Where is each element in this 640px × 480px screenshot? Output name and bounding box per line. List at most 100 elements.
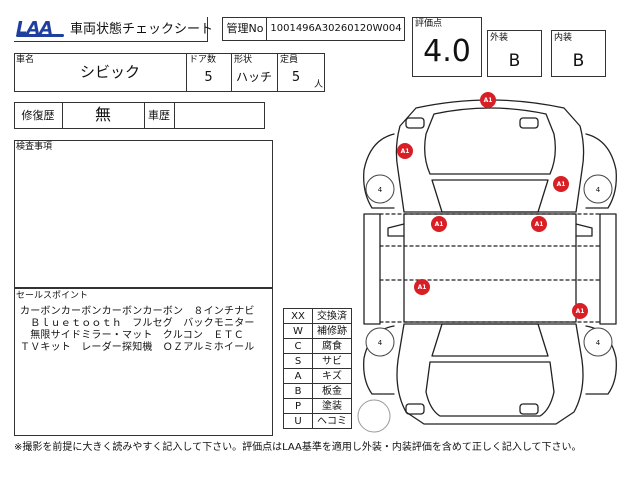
damage-code: A1 xyxy=(435,221,444,228)
kanri-box xyxy=(222,17,405,41)
front-arch-right xyxy=(585,133,617,209)
sales-point-line: Ｂｌｕｅｔｏｏｔｈ フルセグ バックモニター xyxy=(20,318,255,329)
damage-marker xyxy=(531,216,547,232)
tire-circle xyxy=(583,327,613,357)
logo-text: LAA xyxy=(16,18,53,39)
name-value: シビック xyxy=(79,63,140,81)
interior-box xyxy=(551,30,606,77)
kanri-value: 1001496A30260120W004 xyxy=(270,23,402,34)
taillight-left xyxy=(405,403,425,415)
legend-code: XX xyxy=(283,308,313,324)
hood-panel xyxy=(424,107,556,175)
legend-name: ヘコミ xyxy=(312,413,352,429)
exterior-box xyxy=(487,30,542,77)
mirror-right xyxy=(575,223,593,237)
vehicle-div-3 xyxy=(277,53,278,92)
inspection-box xyxy=(14,140,273,288)
windshield xyxy=(431,179,549,213)
title-underline xyxy=(14,41,208,42)
roof-outline xyxy=(403,213,577,323)
footer-note: ※撮影を前提に大きく読みやすく記入して下さい。評価点はLAA基準を適用し外装・内… xyxy=(14,442,582,453)
tire-circle xyxy=(365,327,395,357)
tire-circle xyxy=(583,174,613,204)
shape-value: ハッチ xyxy=(235,70,272,84)
sales-point-line: カーボンカーボンカーボンカーボン ８インチナビ xyxy=(20,306,255,317)
repair-value: 無 xyxy=(94,105,111,124)
legend-name: 補修跡 xyxy=(312,323,352,339)
score-value: 4.0 xyxy=(423,34,471,69)
history-div-2 xyxy=(144,102,145,129)
legend-name: 交換済 xyxy=(312,308,352,324)
history-box xyxy=(14,102,265,129)
legend-code: W xyxy=(283,323,313,339)
legend-code: B xyxy=(283,383,313,399)
damage-code: A1 xyxy=(576,308,585,315)
rear-window xyxy=(431,323,549,357)
legend-name: 塗装 xyxy=(312,398,352,414)
laa-logo: LAA xyxy=(16,19,68,39)
inspection-label: 検査事項 xyxy=(16,142,53,152)
legend-code: U xyxy=(283,413,313,429)
tire-indicators: 4 4 4 4 xyxy=(365,174,613,357)
headlight-left xyxy=(405,117,425,129)
damage-markers: A1 A1 A1 A1 A1 A1 A1 xyxy=(397,92,588,319)
tire-value: 4 xyxy=(378,339,383,347)
legend-code: A xyxy=(283,368,313,384)
spare-tire-circle xyxy=(357,399,391,433)
damage-code: A1 xyxy=(535,221,544,228)
vehicle-history-label: 車歴 xyxy=(148,109,170,122)
legend-name: サビ xyxy=(312,353,352,369)
sales-point-line: ＴＶキット レーダー探知機 ＯＺアルミホイール xyxy=(20,342,255,353)
history-div-3 xyxy=(174,102,175,129)
sales-points-label: セールスポイント xyxy=(16,291,89,301)
exterior-label: 外装 xyxy=(490,33,509,43)
sales-point-line: 無限サイドミラー・マット クルコン ＥＴＣ xyxy=(20,330,244,341)
legend-name: 板金 xyxy=(312,383,352,399)
damage-code: A1 xyxy=(557,181,566,188)
repair-label: 修復歴 xyxy=(21,109,55,122)
damage-marker xyxy=(414,279,430,295)
damage-marker xyxy=(431,216,447,232)
capacity-value: 5 xyxy=(291,70,301,85)
legend-code: P xyxy=(283,398,313,414)
damage-code: A1 xyxy=(484,97,493,104)
tire-value: 4 xyxy=(596,186,601,194)
damage-marker xyxy=(572,303,588,319)
damage-marker xyxy=(553,176,569,192)
mirror-left xyxy=(387,223,405,237)
shape-label: 形状 xyxy=(234,55,253,65)
logo-swoosh xyxy=(16,34,64,37)
tire-value: 4 xyxy=(596,339,601,347)
body-outline-rear xyxy=(396,323,584,425)
vehicle-div-2 xyxy=(231,53,232,92)
damage-marker xyxy=(480,92,496,108)
capacity-unit: 人 xyxy=(314,80,324,90)
vehicle-box xyxy=(14,53,325,92)
damage-code: A1 xyxy=(418,284,427,291)
sheet-title: 車両状態チェックシート xyxy=(70,22,214,37)
legend-code: S xyxy=(283,353,313,369)
exterior-value: B xyxy=(508,51,521,71)
doors-value: 5 xyxy=(204,70,213,85)
tire-value: 4 xyxy=(378,186,383,194)
legend-name: キズ xyxy=(312,368,352,384)
kanri-label: 管理No xyxy=(226,22,264,35)
headlight-right xyxy=(519,117,539,129)
name-label: 車名 xyxy=(16,55,35,65)
side-right xyxy=(599,213,617,325)
interior-label: 内装 xyxy=(554,33,573,43)
kanri-divider xyxy=(266,17,267,41)
tire-circle xyxy=(365,174,395,204)
legend-name: 腐食 xyxy=(312,338,352,354)
title-divider xyxy=(207,17,208,41)
capacity-label: 定員 xyxy=(280,55,299,65)
taillight-right xyxy=(519,403,539,415)
damage-marker xyxy=(397,143,413,159)
